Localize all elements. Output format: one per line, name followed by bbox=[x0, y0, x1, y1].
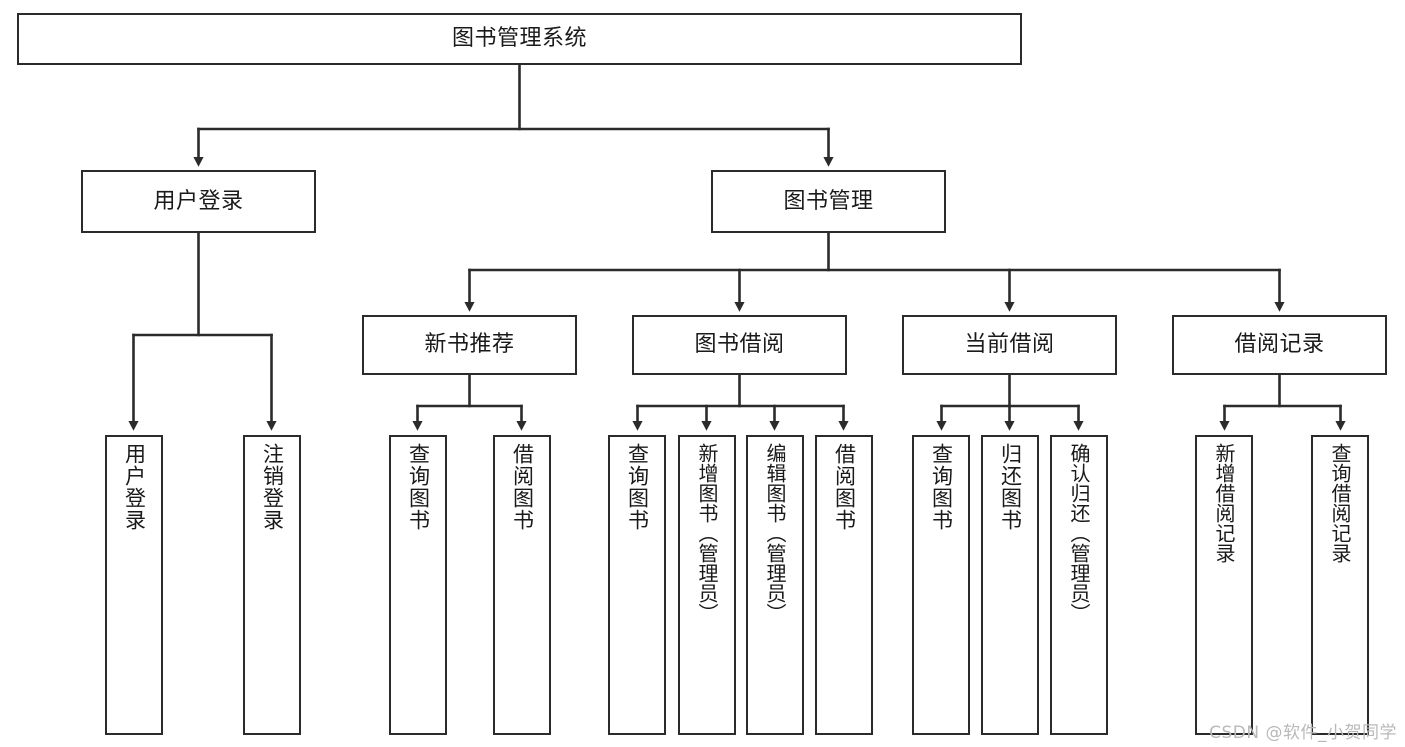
node-book-borrowing[interactable]: 图书借阅 bbox=[632, 315, 847, 375]
node-label: 当前借阅 bbox=[964, 332, 1055, 358]
node-leaf-user-login[interactable]: 用户登录 bbox=[105, 435, 163, 735]
node-label: 查询图书 bbox=[625, 443, 650, 531]
node-label: 用户登录 bbox=[153, 188, 244, 214]
node-label: 图书借阅 bbox=[694, 332, 785, 358]
csdn-watermark: CSDN @软件_小贺同学 bbox=[1209, 723, 1397, 743]
node-label: 确认归还（管理员） bbox=[1067, 443, 1091, 623]
node-label: 新增图书（管理员） bbox=[695, 443, 719, 623]
node-label: 新书推荐 bbox=[424, 332, 515, 358]
node-leaf-add-book-admin[interactable]: 新增图书（管理员） bbox=[678, 435, 736, 735]
node-leaf-edit-book-admin[interactable]: 编辑图书（管理员） bbox=[746, 435, 804, 735]
node-current-borrowing[interactable]: 当前借阅 bbox=[902, 315, 1117, 375]
node-label: 新增借阅记录 bbox=[1212, 443, 1236, 563]
node-root-book-management-system[interactable]: 图书管理系统 bbox=[17, 13, 1022, 65]
node-leaf-borrow-book[interactable]: 借阅图书 bbox=[815, 435, 873, 735]
node-leaf-query-book-recommend[interactable]: 查询图书 bbox=[389, 435, 447, 735]
node-leaf-add-borrow-record[interactable]: 新增借阅记录 bbox=[1195, 435, 1253, 735]
node-borrowing-record[interactable]: 借阅记录 bbox=[1172, 315, 1387, 375]
node-label: 借阅记录 bbox=[1234, 332, 1325, 358]
node-book-management[interactable]: 图书管理 bbox=[711, 170, 946, 233]
node-label: 编辑图书（管理员） bbox=[763, 443, 787, 623]
node-label: 查询图书 bbox=[406, 443, 431, 531]
node-new-book-recommendation[interactable]: 新书推荐 bbox=[362, 315, 577, 375]
node-user-login[interactable]: 用户登录 bbox=[81, 170, 316, 233]
node-label: 查询借阅记录 bbox=[1328, 443, 1352, 563]
node-label: 图书管理 bbox=[783, 188, 874, 214]
node-leaf-confirm-return-admin[interactable]: 确认归还（管理员） bbox=[1050, 435, 1108, 735]
node-label: 借阅图书 bbox=[510, 443, 535, 531]
node-label: 用户登录 bbox=[122, 443, 147, 531]
node-label: 注销登录 bbox=[260, 443, 285, 531]
node-label: 借阅图书 bbox=[832, 443, 857, 531]
node-label: 图书管理系统 bbox=[451, 26, 587, 52]
node-leaf-query-borrow-record[interactable]: 查询借阅记录 bbox=[1311, 435, 1369, 735]
node-label: 归还图书 bbox=[998, 443, 1023, 531]
node-leaf-logout[interactable]: 注销登录 bbox=[243, 435, 301, 735]
node-label: 查询图书 bbox=[929, 443, 954, 531]
node-leaf-return-book[interactable]: 归还图书 bbox=[981, 435, 1039, 735]
node-leaf-query-book-borrow[interactable]: 查询图书 bbox=[608, 435, 666, 735]
node-leaf-borrow-book-recommend[interactable]: 借阅图书 bbox=[493, 435, 551, 735]
node-leaf-query-book-current[interactable]: 查询图书 bbox=[912, 435, 970, 735]
